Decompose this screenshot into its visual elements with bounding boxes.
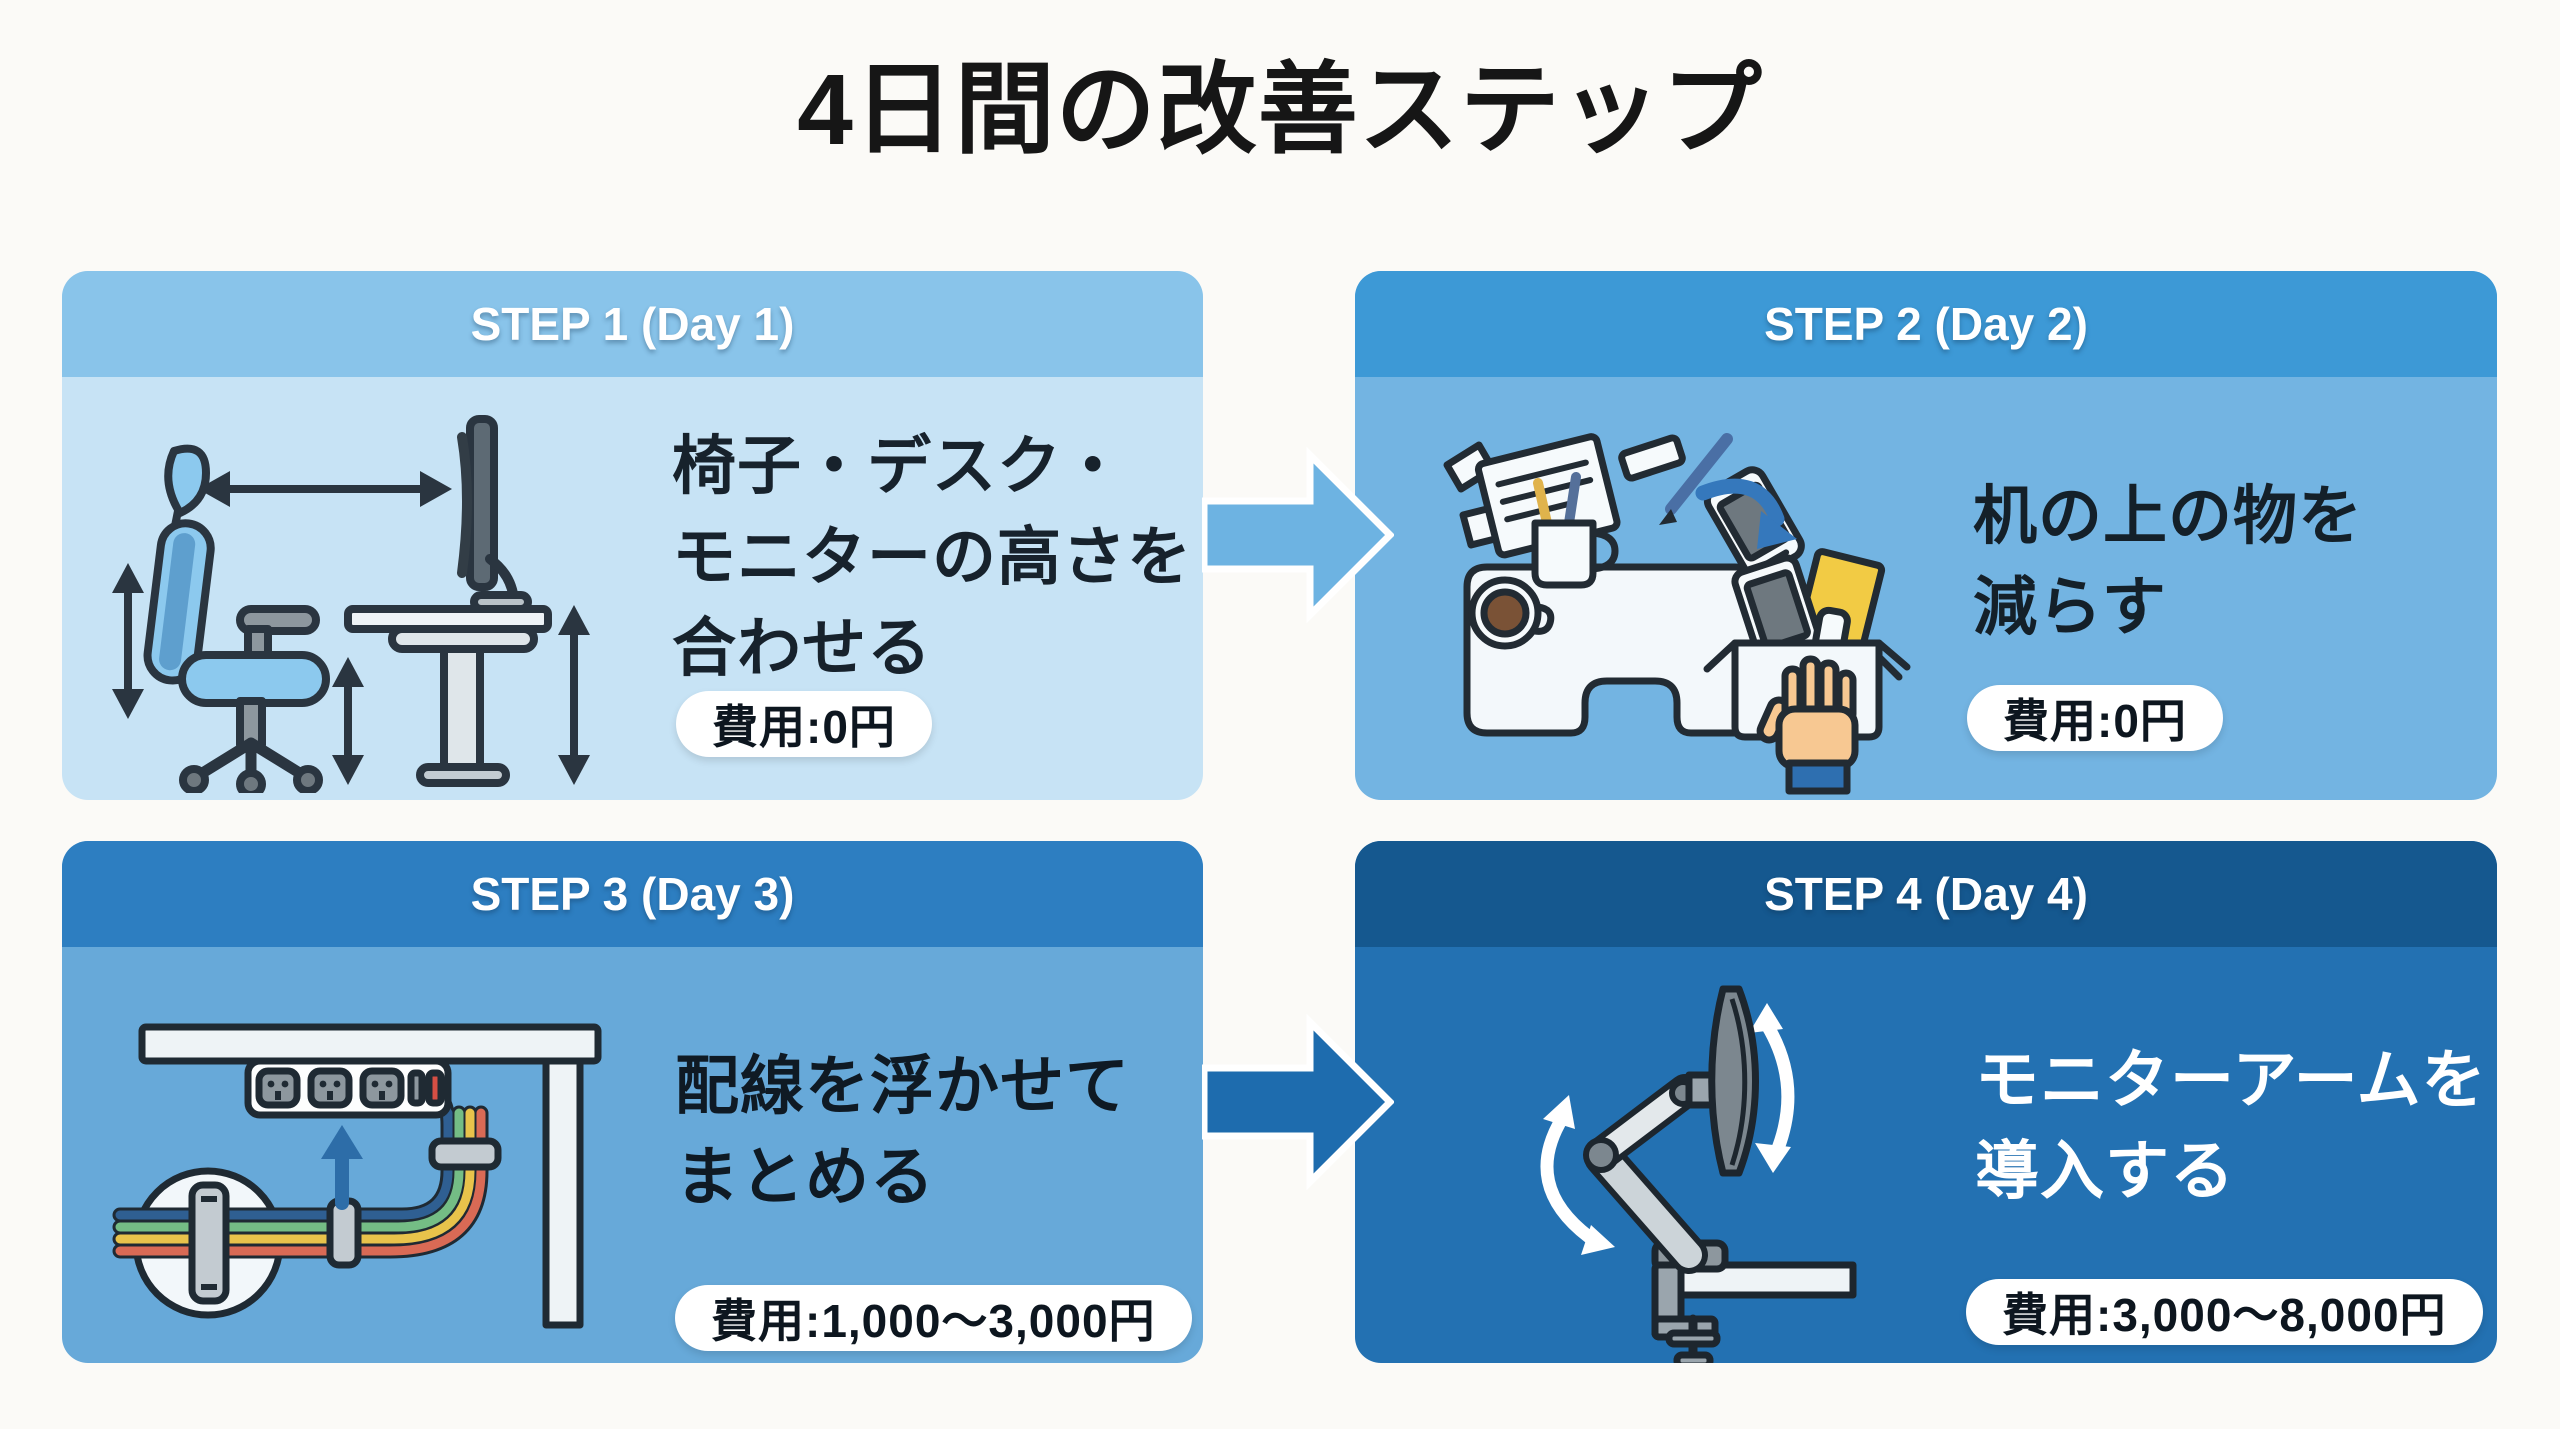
step-4-header: STEP 4 (Day 4) (1355, 841, 2497, 947)
step3-to-step4-arrow-icon (1202, 1014, 1394, 1190)
step-4-header-label: STEP 4 (Day 4) (1764, 868, 2088, 920)
monitor-arm-illustration (1540, 985, 1857, 1363)
desk-declutter-illustration (1443, 433, 1911, 795)
step-1-cost-label: 費用:0円 (712, 701, 896, 753)
step-2-cost-badge: 費用:0円 (1967, 685, 2223, 751)
step-4-cost-badge: 費用:3,000〜8,000円 (1966, 1279, 2483, 1345)
step-2-header-label: STEP 2 (Day 2) (1764, 298, 2088, 350)
step-1-header: STEP 1 (Day 1) (62, 271, 1203, 377)
step-4-cost-label: 費用:3,000〜8,000円 (2002, 1289, 2447, 1341)
step1-to-step2-arrow-icon (1202, 447, 1394, 623)
step-3-cost-badge: 費用:1,000〜3,000円 (675, 1285, 1192, 1351)
step-2-description: 机の上の物を 減らす (1973, 480, 2363, 643)
step-4-description: モニターアームを 導入する (1975, 1044, 2487, 1207)
step-3-panel: STEP 3 (Day 3) (62, 841, 1203, 1363)
step-1-panel: STEP 1 (Day 1) (62, 271, 1203, 800)
step-1-header-label: STEP 1 (Day 1) (470, 298, 795, 350)
step-3-cost-label: 費用:1,000〜3,000円 (711, 1295, 1156, 1347)
step-2-header: STEP 2 (Day 2) (1355, 271, 2497, 377)
step-3-description: 配線を浮かせて まとめる (675, 1050, 1130, 1213)
cable-management-illustration (112, 1023, 602, 1329)
step-3-header-label: STEP 3 (Day 3) (470, 868, 795, 920)
step-1-cost-badge: 費用:0円 (676, 691, 932, 757)
step-2-cost-label: 費用:0円 (2003, 695, 2187, 747)
step-4-panel: STEP 4 (Day 4) (1355, 841, 2497, 1363)
step-3-header: STEP 3 (Day 3) (62, 841, 1203, 947)
step-1-description: 椅子・デスク・ モニターの高さを 合わせる (672, 430, 1192, 684)
chair-desk-monitor-illustration (112, 415, 590, 793)
page-title: 4日間の改善ステップ (797, 54, 1763, 166)
step-2-panel: STEP 2 (Day 2) (1355, 271, 2497, 800)
